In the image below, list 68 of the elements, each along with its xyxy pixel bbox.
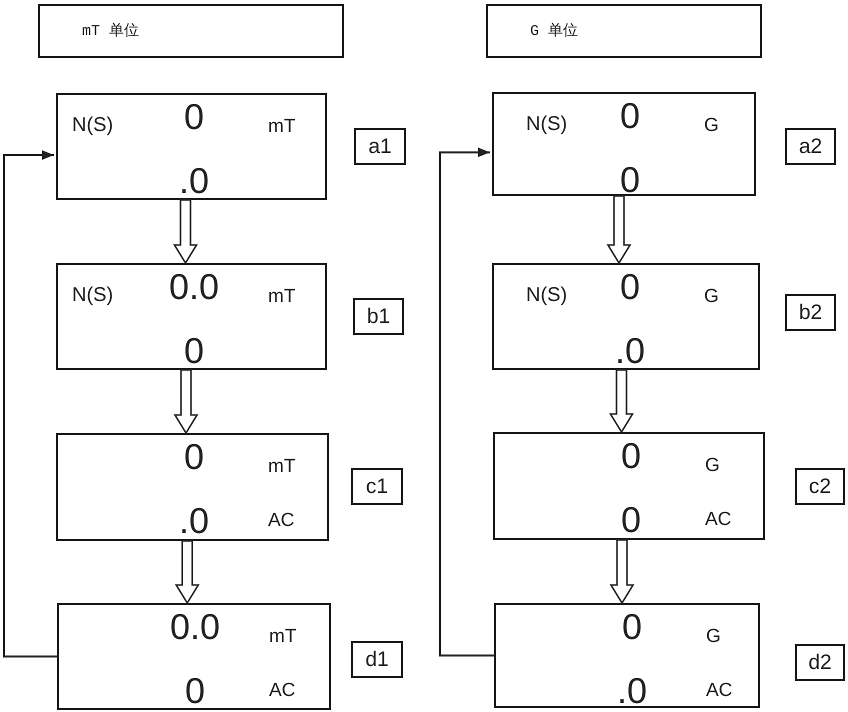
unit-heading-box [38, 4, 344, 58]
unit-label: mT [269, 627, 296, 646]
reading-value: 0.0 [170, 609, 220, 645]
display-screen [494, 603, 760, 708]
display-screen [492, 263, 760, 370]
reading-value: 0 [620, 269, 640, 305]
reading-value: 0 [184, 439, 204, 475]
unit-label: G [704, 116, 719, 135]
unit-heading: mT 单位 [82, 24, 140, 39]
reading-value: .0 [178, 163, 210, 199]
unit-label: mT [268, 117, 296, 136]
reading-value: 0 [620, 438, 642, 474]
unit-heading-box [486, 4, 762, 58]
step-label: b2 [798, 302, 824, 323]
return-arrow [439, 148, 494, 656]
polarity-label: N(S) [72, 115, 114, 135]
unit-label: G [706, 627, 721, 646]
step-tag [795, 644, 845, 681]
step-tag [795, 468, 845, 505]
reading-value: 0 [620, 98, 640, 134]
reading-value: 0 [184, 673, 206, 709]
step-tag [354, 128, 406, 165]
unit-heading: G 单位 [530, 24, 578, 39]
hollow-down-arrow [610, 539, 634, 605]
step-label: a2 [798, 136, 824, 157]
step-label: a1 [367, 136, 393, 157]
mode-label: AC [705, 510, 732, 529]
unit-label: G [705, 456, 720, 475]
step-tag [351, 641, 403, 678]
return-arrow [3, 150, 57, 658]
step-label: d2 [807, 652, 833, 673]
hollow-down-arrow [606, 195, 632, 265]
display-screen [57, 603, 331, 710]
polarity-label: N(S) [526, 285, 568, 305]
reading-value: 0 [620, 502, 642, 538]
display-screen [492, 92, 756, 196]
reading-value: 0 [620, 162, 640, 198]
hollow-down-arrow [174, 369, 198, 435]
hollow-down-arrow [609, 369, 634, 434]
step-tag [785, 128, 836, 165]
polarity-label: N(S) [72, 285, 114, 305]
step-label: d1 [364, 649, 390, 670]
reading-value: .0 [614, 333, 646, 369]
polarity-label: N(S) [526, 114, 568, 134]
mode-label: AC [269, 681, 296, 700]
mode-label: AC [268, 511, 294, 530]
reading-value: 0 [622, 609, 642, 645]
step-tag [785, 294, 836, 331]
step-label: c1 [364, 476, 390, 497]
reading-value: .0 [616, 673, 648, 709]
display-screen [493, 432, 765, 540]
unit-label: mT [268, 287, 296, 306]
reading-value: 0 [184, 333, 204, 369]
reading-value: .0 [178, 503, 210, 539]
step-label: c2 [808, 476, 832, 497]
step-label: b1 [366, 306, 392, 327]
step-tag [351, 468, 403, 505]
unit-label: G [704, 287, 719, 306]
mode-label: AC [706, 681, 732, 700]
reading-value: 0 [184, 99, 204, 135]
unit-label: mT [268, 457, 296, 476]
display-screen [56, 93, 327, 200]
step-tag [353, 298, 404, 335]
hollow-down-arrow [173, 199, 198, 265]
reading-value: 0.0 [168, 269, 220, 305]
display-screen [56, 433, 329, 541]
hollow-down-arrow [174, 540, 200, 605]
display-screen [56, 263, 327, 370]
